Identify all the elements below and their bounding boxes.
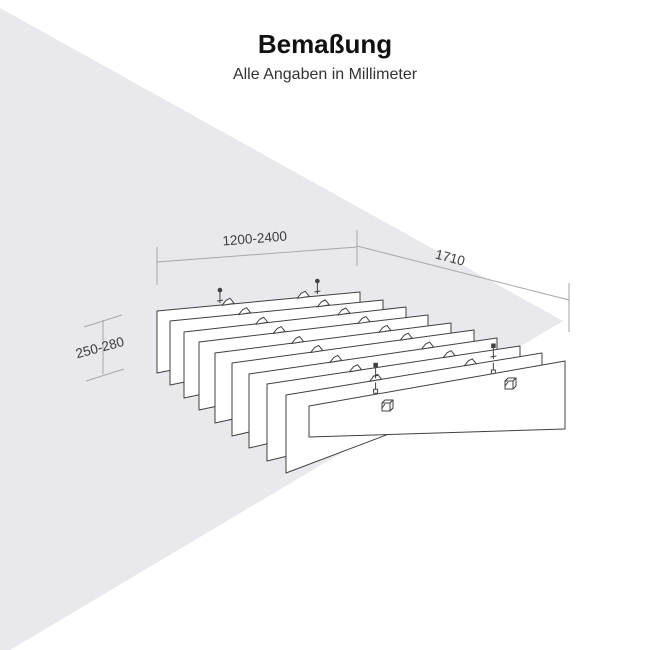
clamp-hook-icon <box>272 326 286 335</box>
pin-tick <box>216 299 224 302</box>
clamp-hook-icon <box>296 290 310 299</box>
clamp-hook-icon <box>255 316 269 325</box>
clamp-hook-icon <box>310 344 324 353</box>
pin-stub-foot <box>373 388 379 394</box>
cube-clamp-icon <box>381 402 391 412</box>
cube-clamp-icon <box>504 380 514 390</box>
clamp-hook-icon <box>442 350 456 359</box>
clamp-hook-icon <box>291 336 305 344</box>
pin-head <box>315 278 320 284</box>
pin-tick <box>372 374 379 377</box>
clamp-hook-icon <box>463 358 477 367</box>
depth-dimension-label: 1710 <box>434 247 467 269</box>
cube-clamp-icon <box>381 403 386 409</box>
clamp-hook-icon <box>316 299 330 308</box>
panels-group <box>156 278 566 474</box>
panel-face <box>308 360 566 438</box>
clamp-hook-icon <box>337 307 351 316</box>
pin-tick <box>314 290 321 293</box>
width-dimension-label: 1200-2400 <box>222 229 288 249</box>
clamp-hook-icon <box>378 324 392 333</box>
page-title: Bemaßung <box>258 29 392 59</box>
pin-head <box>217 287 223 293</box>
pin-tick <box>490 355 497 358</box>
pin-head <box>491 343 496 348</box>
clamp-hook-icon <box>399 332 413 341</box>
pin-head <box>373 362 378 368</box>
page-subtitle: Alle Angaben in Millimeter <box>233 66 418 83</box>
width-dimension: 1200-2400 <box>156 229 358 285</box>
clamp-hook-icon <box>329 354 343 363</box>
clamp-hook-icon <box>357 316 371 325</box>
clamp-hook-icon <box>238 307 252 316</box>
depth-dimension: 1710 <box>356 245 570 332</box>
cube-clamp-icon <box>504 381 509 387</box>
panel <box>308 360 566 438</box>
clamp-hook-icon <box>221 297 235 306</box>
clamp-hook-icon <box>421 341 435 350</box>
clamp-hook-icon <box>349 364 363 373</box>
